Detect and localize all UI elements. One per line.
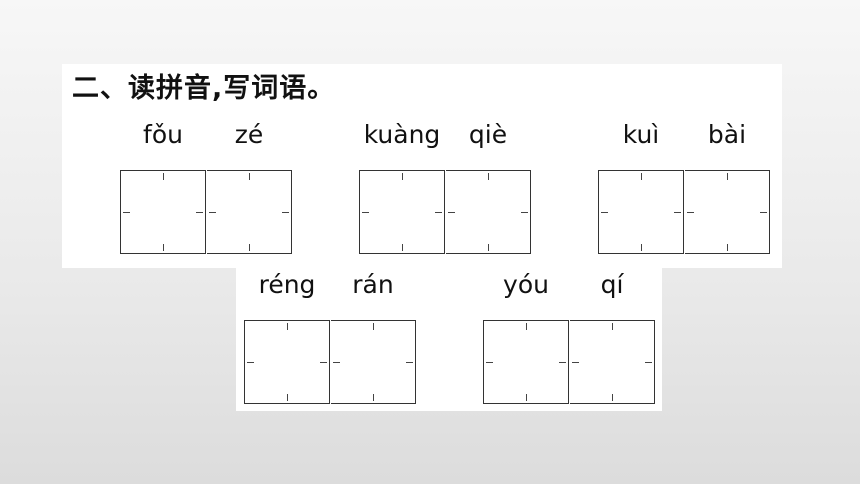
writing-box[interactable] bbox=[483, 320, 569, 404]
grid-guide-tick bbox=[488, 244, 489, 251]
grid-guide-tick bbox=[448, 212, 455, 213]
grid-guide-tick bbox=[641, 244, 642, 251]
grid-guide-tick bbox=[727, 173, 728, 180]
writing-box[interactable] bbox=[685, 170, 770, 254]
grid-guide-tick bbox=[247, 362, 254, 363]
pinyin-label: qiè bbox=[468, 120, 508, 149]
pinyin-label: qí bbox=[600, 270, 624, 299]
pinyin-label: yóu bbox=[503, 270, 549, 299]
grid-guide-tick bbox=[645, 362, 652, 363]
grid-guide-tick bbox=[320, 362, 327, 363]
writing-box[interactable] bbox=[207, 170, 292, 254]
grid-guide-tick bbox=[760, 212, 767, 213]
writing-box[interactable] bbox=[446, 170, 531, 254]
writing-box[interactable] bbox=[120, 170, 206, 254]
grid-guide-tick bbox=[209, 212, 216, 213]
grid-guide-tick bbox=[488, 173, 489, 180]
grid-guide-tick bbox=[123, 212, 130, 213]
grid-guide-tick bbox=[333, 362, 340, 363]
pinyin-label: réng bbox=[258, 270, 316, 299]
grid-guide-tick bbox=[521, 212, 528, 213]
grid-guide-tick bbox=[526, 394, 527, 401]
grid-guide-tick bbox=[163, 244, 164, 251]
grid-guide-tick bbox=[435, 212, 442, 213]
grid-guide-tick bbox=[727, 244, 728, 251]
pinyin-label: kuì bbox=[622, 120, 660, 149]
pinyin-label: bài bbox=[707, 120, 747, 149]
grid-guide-tick bbox=[249, 244, 250, 251]
grid-guide-tick bbox=[612, 394, 613, 401]
grid-guide-tick bbox=[526, 323, 527, 330]
grid-guide-tick bbox=[373, 323, 374, 330]
grid-guide-tick bbox=[163, 173, 164, 180]
writing-box[interactable] bbox=[359, 170, 445, 254]
grid-guide-tick bbox=[402, 173, 403, 180]
pinyin-label: zé bbox=[234, 120, 264, 149]
grid-guide-tick bbox=[287, 394, 288, 401]
grid-guide-tick bbox=[249, 173, 250, 180]
grid-guide-tick bbox=[373, 394, 374, 401]
grid-guide-tick bbox=[572, 362, 579, 363]
grid-guide-tick bbox=[282, 212, 289, 213]
pinyin-label: kuàng bbox=[363, 120, 441, 149]
exercise-panel-bottom bbox=[236, 268, 662, 411]
grid-guide-tick bbox=[687, 212, 694, 213]
grid-guide-tick bbox=[362, 212, 369, 213]
exercise-heading: 二、读拼音,写词语。 bbox=[72, 73, 336, 104]
grid-guide-tick bbox=[559, 362, 566, 363]
grid-guide-tick bbox=[402, 244, 403, 251]
exercise-panel-top bbox=[62, 64, 782, 268]
pinyin-label: fǒu bbox=[143, 120, 183, 149]
grid-guide-tick bbox=[601, 212, 608, 213]
grid-guide-tick bbox=[641, 173, 642, 180]
pinyin-label: rán bbox=[352, 270, 394, 299]
grid-guide-tick bbox=[287, 323, 288, 330]
grid-guide-tick bbox=[196, 212, 203, 213]
grid-guide-tick bbox=[406, 362, 413, 363]
grid-guide-tick bbox=[612, 323, 613, 330]
writing-box[interactable] bbox=[244, 320, 330, 404]
writing-box[interactable] bbox=[598, 170, 684, 254]
grid-guide-tick bbox=[486, 362, 493, 363]
writing-box[interactable] bbox=[570, 320, 655, 404]
grid-guide-tick bbox=[674, 212, 681, 213]
writing-box[interactable] bbox=[331, 320, 416, 404]
